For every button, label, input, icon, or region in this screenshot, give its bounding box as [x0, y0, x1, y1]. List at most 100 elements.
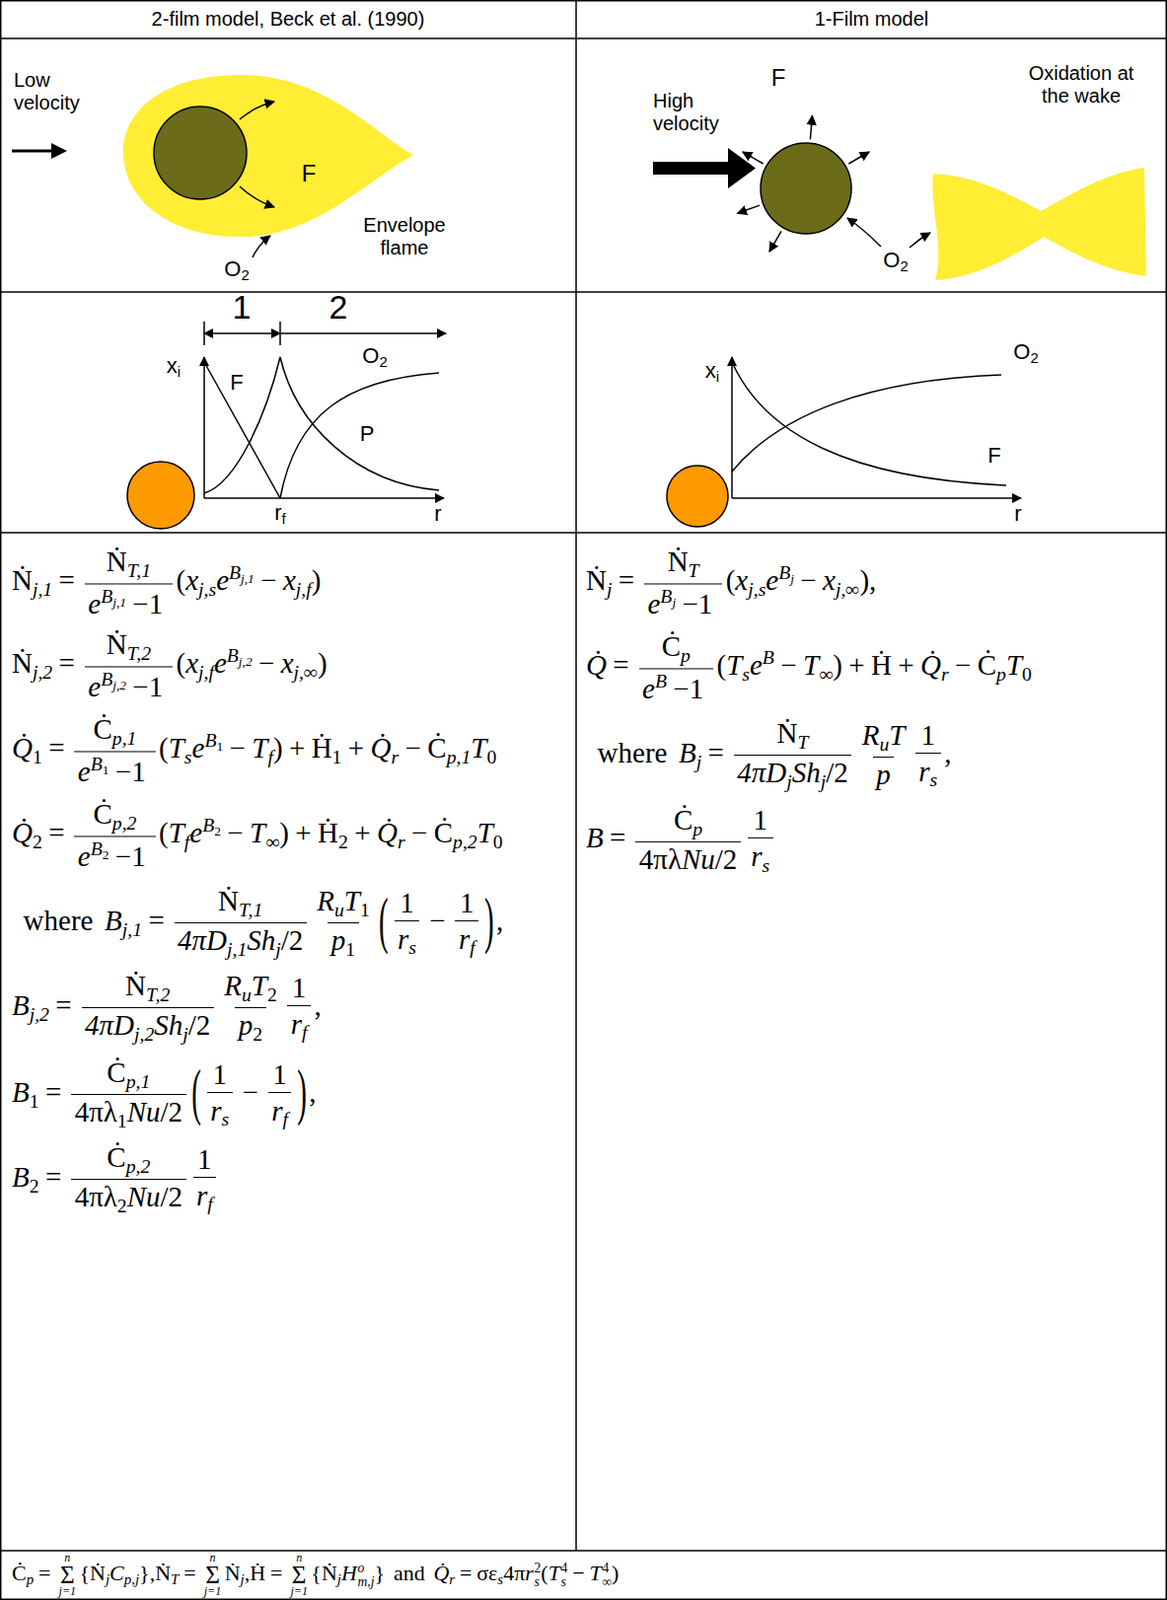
fuel-arrow	[239, 186, 275, 208]
equation-term: B	[100, 585, 113, 608]
equation-term: 1	[272, 1058, 288, 1091]
equation-term: 1	[29, 1090, 40, 1112]
equation-term: C	[109, 1560, 125, 1586]
equation-term: B	[11, 989, 30, 1022]
equation-term: e	[189, 817, 203, 850]
equation-term: u	[334, 898, 345, 921]
species-label-group: F	[301, 159, 317, 188]
species-label: 2	[240, 267, 249, 285]
equation-term: )	[296, 1056, 307, 1126]
equation-term: −	[260, 565, 277, 597]
equation-term: p	[996, 663, 1007, 686]
particle	[153, 106, 247, 200]
equation-term: j,f	[295, 579, 312, 601]
equation-term: σε	[476, 1560, 498, 1586]
equation-term: 2	[214, 824, 221, 840]
equation-term: +	[348, 732, 365, 765]
equation-term: Ċ	[434, 817, 453, 850]
equation-term: /2	[825, 756, 849, 789]
y-axis	[730, 357, 733, 499]
column-rule	[575, 0, 578, 1551]
equation-term: r	[271, 1094, 283, 1127]
header-text: 2-film model, Beck et al. (1990)	[151, 7, 426, 31]
equation-term-group: Bj,2=ṄT,24πDj,2Shj/2RuT2p21rf,	[11, 970, 322, 1046]
equation-term: x	[822, 565, 836, 597]
equation-term: =	[183, 1560, 196, 1586]
particle	[127, 461, 195, 529]
equation-term: e	[216, 565, 229, 597]
equation-term: =	[609, 821, 626, 854]
equation-term: T	[470, 732, 487, 765]
equation-term: 0	[486, 746, 497, 769]
fuel-arrow	[769, 230, 782, 252]
equation-term: B	[104, 904, 123, 937]
equation-term: m,j	[357, 1574, 374, 1590]
equation-term: where	[597, 736, 668, 769]
particle	[760, 143, 852, 234]
equation-term: −	[780, 650, 797, 682]
fuel-arrow	[848, 151, 870, 164]
equation-term: Sh	[246, 924, 276, 956]
equation-term: j=1	[59, 1584, 77, 1599]
oxygen-profile	[280, 372, 439, 499]
equation-term: e	[192, 732, 206, 765]
equation-term: 0	[493, 831, 504, 854]
equation-term: /2	[160, 1095, 184, 1128]
fuel-profile	[731, 362, 1007, 486]
equation-term: =	[618, 565, 635, 597]
equation-term: )	[484, 884, 495, 954]
equation-term: Ṅ	[11, 648, 33, 680]
equation-term: Q̇	[433, 1560, 449, 1586]
equation-term: s	[561, 1574, 567, 1590]
film-number-group: 2	[329, 288, 349, 327]
equation-term: +	[897, 650, 914, 682]
equation-term: j,1	[32, 579, 53, 601]
equation-term: Ṅ	[106, 545, 128, 578]
equation-term: j	[182, 1022, 188, 1045]
equation-term: −	[954, 650, 971, 682]
equation-term: −1	[132, 588, 163, 621]
equation-term: (	[176, 565, 187, 597]
equation-term: T	[251, 969, 268, 1002]
equation-term: B	[678, 736, 697, 769]
equation-term: Ṅ	[11, 565, 33, 597]
equation-term: s	[221, 1107, 230, 1130]
species-label: F	[771, 64, 787, 91]
equation-term: r	[397, 831, 406, 854]
equation-term: j,2	[29, 1003, 50, 1025]
equation-term: Nu	[681, 843, 716, 876]
envelope-flame	[123, 74, 414, 237]
equation-term: B	[226, 645, 239, 667]
equation-term: Q̇	[370, 732, 392, 765]
equation-term-group: B=Ċp4πλNu/21rs	[585, 804, 777, 876]
equation-term: Ṅ	[321, 1560, 338, 1586]
equation-term: 1	[117, 1109, 128, 1132]
flow-label: High velocity	[653, 89, 720, 135]
fuel-arrow	[742, 151, 764, 164]
film-span	[280, 332, 446, 335]
equation-term: 4πλ	[74, 1180, 118, 1213]
equation-term: e	[87, 588, 101, 621]
fuel-arrow	[737, 205, 761, 214]
equation-term: T	[588, 1560, 601, 1586]
equation-term: 4π	[503, 1560, 525, 1586]
species-label-group: O2	[882, 247, 908, 276]
equation-term: and	[393, 1560, 426, 1586]
equation-term: −	[229, 732, 246, 765]
equation-term: p,2	[452, 831, 478, 854]
equation-term: Ċ	[11, 1560, 27, 1586]
equation-term: (	[191, 1056, 202, 1126]
equation-term-group: Q̇=ĊpeB−1(TseB−T∞)+Ḣ+Q̇r−ĊpT0	[585, 631, 1032, 706]
equation-term: (	[540, 1560, 548, 1586]
row-rule	[0, 37, 1167, 40]
equation-term: 1	[360, 898, 370, 921]
equation-term: Ḣ	[311, 732, 333, 765]
equation-term: Q̇	[585, 650, 607, 682]
equation-term: p	[238, 1009, 254, 1041]
equation-term: f	[267, 746, 273, 769]
equation-term: Q̇	[11, 732, 33, 765]
equation-term: 1	[399, 886, 415, 919]
equation-term: 1	[459, 886, 475, 919]
equation-term-group: Ṅj=ṄTeBj−1(xj,seBj−xj,∞),	[585, 546, 876, 621]
